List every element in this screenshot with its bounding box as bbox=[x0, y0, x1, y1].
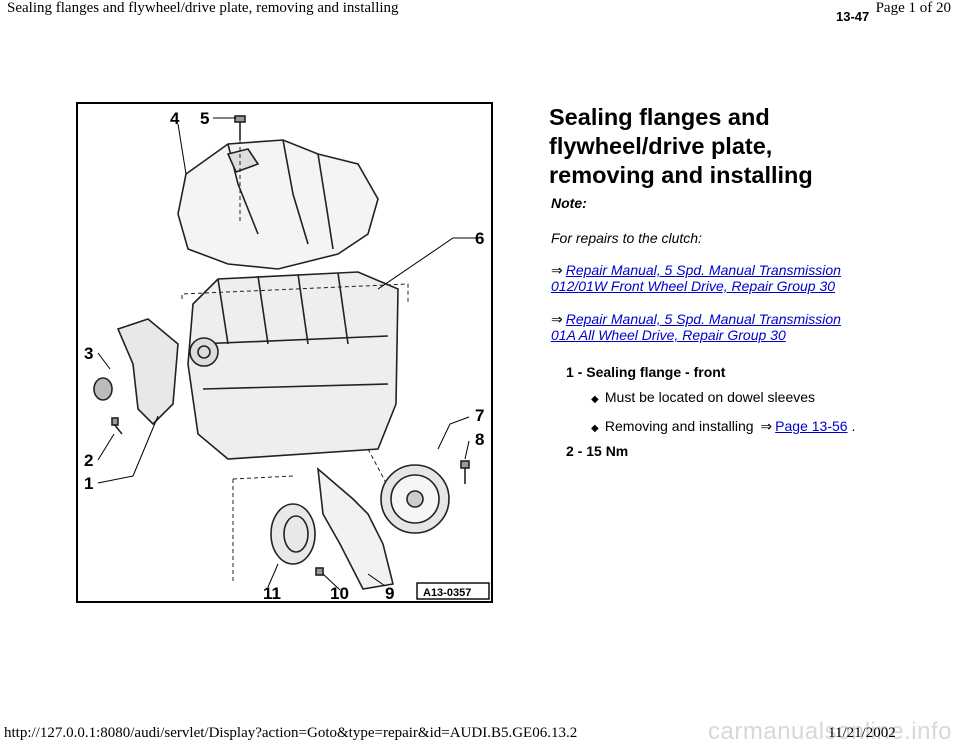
callout-9: 9 bbox=[385, 584, 394, 601]
list-item-label: 2 - 15 Nm bbox=[566, 443, 629, 459]
note-label: Note: bbox=[551, 195, 587, 211]
header-title: Sealing flanges and flywheel/drive plate… bbox=[7, 0, 399, 16]
page-title: Sealing flanges and flywheel/drive plate… bbox=[549, 104, 813, 188]
callout-10: 10 bbox=[330, 584, 349, 601]
reference-link-1: ⇒Repair Manual, 5 Spd. Manual Transmissi… bbox=[551, 262, 871, 294]
title-block: Sealing flanges and flywheel/drive plate… bbox=[549, 103, 879, 190]
callout-5: 5 bbox=[200, 109, 209, 128]
figure-id: A13-0357 bbox=[423, 587, 471, 599]
bullet-item: ◆ Must be located on dowel sleeves bbox=[591, 389, 815, 405]
arrow-icon: ⇒ bbox=[760, 418, 773, 434]
reference-link-2: ⇒Repair Manual, 5 Spd. Manual Transmissi… bbox=[551, 311, 871, 343]
callout-4: 4 bbox=[170, 109, 180, 128]
callout-2: 2 bbox=[84, 451, 93, 470]
diagram-drawing: 4 5 6 3 2 1 7 8 9 10 11 A13-0357 bbox=[84, 109, 490, 601]
callout-1: 1 bbox=[84, 474, 93, 493]
reference-link-line2[interactable]: 012/01W Front Wheel Drive, Repair Group … bbox=[551, 278, 836, 294]
diamond-bullet-icon: ◆ bbox=[591, 423, 599, 434]
note-text: For repairs to the clutch: bbox=[551, 230, 702, 246]
diamond-bullet-icon: ◆ bbox=[591, 394, 599, 405]
header-page-indicator: Page 1 of 20 bbox=[875, 0, 951, 16]
callout-7: 7 bbox=[475, 406, 484, 425]
link-suffix: . bbox=[851, 418, 856, 434]
callout-8: 8 bbox=[475, 430, 484, 449]
bullet-text: Removing and installing bbox=[604, 418, 754, 434]
reference-link-line1[interactable]: Repair Manual, 5 Spd. Manual Transmissio… bbox=[565, 311, 841, 327]
callout-3: 3 bbox=[84, 344, 93, 363]
callout-6: 6 bbox=[475, 229, 484, 248]
reference-link-line1[interactable]: Repair Manual, 5 Spd. Manual Transmissio… bbox=[565, 262, 841, 278]
list-item-label: 1 - Sealing flange - front bbox=[566, 364, 726, 380]
footer-url: http://127.0.0.1:8080/audi/servlet/Displ… bbox=[4, 725, 578, 741]
bullet-text: Must be located on dowel sleeves bbox=[604, 389, 816, 405]
page-number: 13-47 bbox=[836, 9, 870, 24]
arrow-icon: ⇒ bbox=[551, 262, 563, 278]
arrow-icon: ⇒ bbox=[551, 311, 563, 327]
engine-exploded-diagram: 4 5 6 3 2 1 7 8 9 10 11 A13-0357 bbox=[76, 102, 493, 603]
watermark: carmanualsonline.info bbox=[708, 718, 952, 745]
reference-link-line2[interactable]: 01A All Wheel Drive, Repair Group 30 bbox=[551, 327, 786, 343]
bullet-item: ◆ Removing and installing ⇒Page 13-56 . bbox=[591, 418, 855, 435]
callout-11: 11 bbox=[263, 584, 281, 601]
page-link[interactable]: Page 13-56 bbox=[775, 418, 848, 434]
footer-date: 11/21/2002 bbox=[828, 725, 896, 741]
